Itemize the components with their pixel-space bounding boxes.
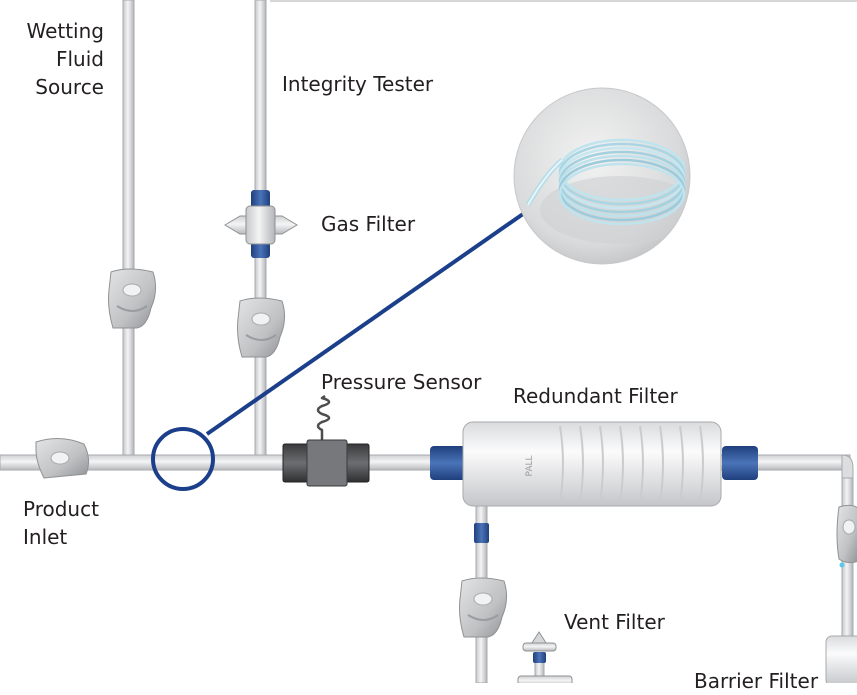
vent-filter-label: Vent Filter [564, 610, 665, 634]
callout-pointer [151, 212, 525, 491]
vent-filter-icon [517, 631, 573, 683]
label-line: Source [35, 75, 104, 99]
product-inlet-label: Product Inlet [23, 495, 99, 551]
wetting-fluid-pipe [122, 0, 135, 463]
indicator-dot [839, 562, 845, 568]
pinch-clamp-icon [836, 504, 857, 564]
label-line: Wetting [26, 19, 104, 43]
capsule-filter-icon: PALL [430, 421, 758, 507]
vent-connector-icon [474, 523, 489, 543]
pinch-clamp-icon [459, 577, 508, 638]
barrier-filter-label: Barrier Filter [694, 669, 819, 693]
gas-filter-icon [224, 190, 298, 258]
gas-filter-label: Gas Filter [321, 212, 416, 236]
wetting-fluid-source-label: Wetting Fluid Source [14, 17, 104, 101]
pressure-sensor-label: Pressure Sensor [321, 370, 482, 394]
redundant-filter-label: Redundant Filter [513, 384, 678, 408]
pinch-clamp-icon [108, 268, 157, 329]
pressure-sensor-icon [282, 394, 370, 487]
filter-brand-text: PALL [525, 455, 535, 476]
pinch-clamp-icon [237, 297, 286, 358]
label-line: Fluid [56, 47, 104, 71]
label-line: Product [23, 497, 99, 521]
barrier-filter-icon [825, 635, 857, 683]
coiled-tubing-photo [513, 87, 691, 265]
pinch-clamp-icon [35, 438, 90, 479]
integrity-tester-label: Integrity Tester [282, 72, 434, 96]
label-line: Inlet [23, 525, 68, 549]
